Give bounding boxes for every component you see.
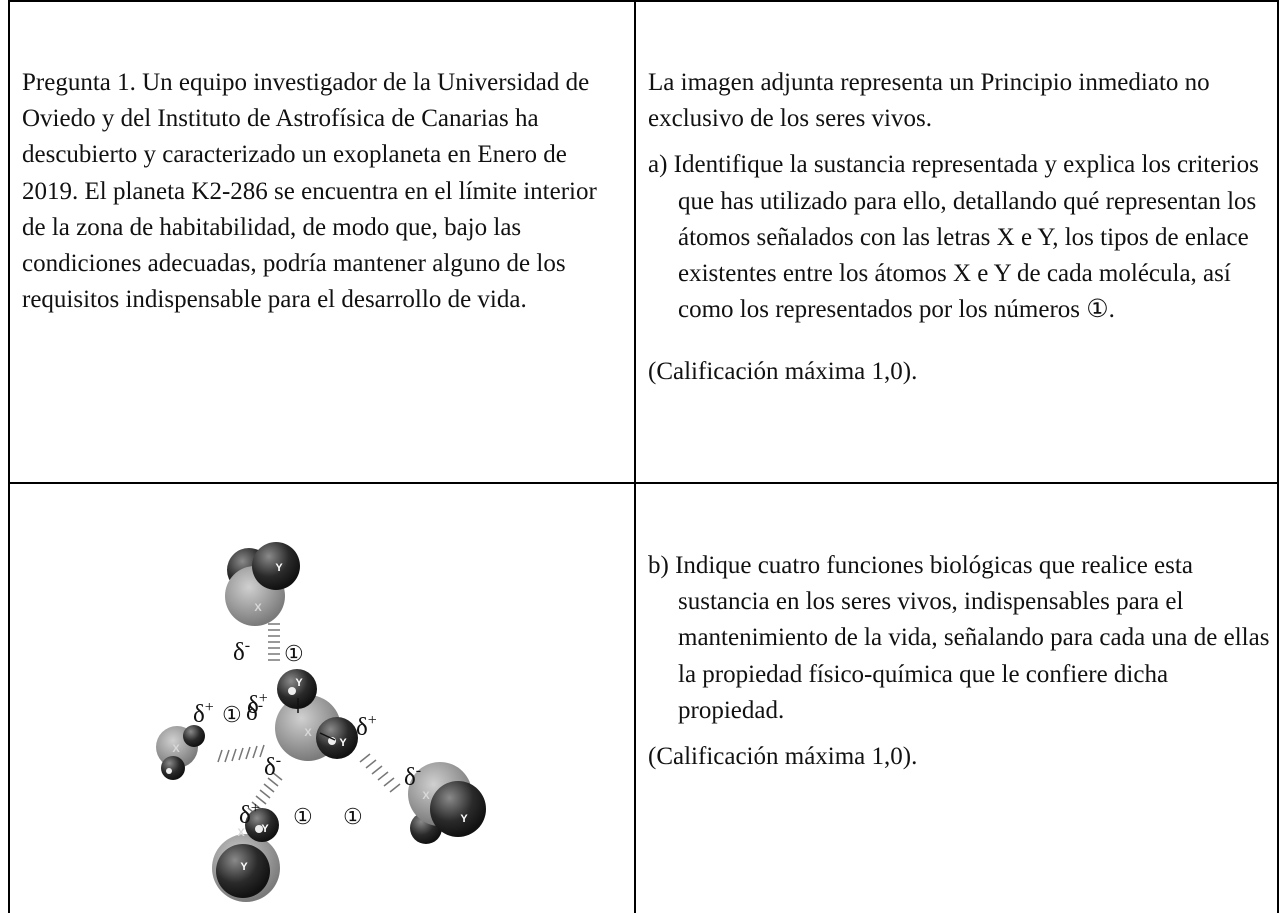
question-part-a: a) Identifique la sustancia representada… — [648, 151, 1259, 324]
figure-labels: δ- δ+ δ+ δ- δ+ δ- δ- δ+ — [193, 637, 421, 829]
question-part-a-score: (Calificación máxima 1,0). — [648, 358, 918, 386]
table-border-row — [8, 482, 1279, 484]
svg-text:X: X — [237, 827, 245, 839]
question-part-b: b) Indique cuatro funciones biológicas q… — [648, 552, 1270, 724]
water-molecule-bottom: Y X Y — [212, 808, 280, 902]
delta-minus-right: δ- — [404, 762, 421, 791]
svg-text:X: X — [254, 602, 262, 614]
table-border-top — [8, 0, 1279, 2]
question-intro: Pregunta 1. Un equipo investigador de la… — [22, 69, 597, 314]
water-molecule-center: Y X Y — [275, 669, 358, 761]
bond-number-bottom-left: ① — [293, 804, 313, 829]
delta-plus-left: δ+ — [193, 699, 214, 728]
hydrogen-bond-top — [268, 623, 280, 661]
hydrogen-bond-bottom-left — [247, 771, 283, 817]
delta-plus-right: δ+ — [356, 712, 377, 741]
bond-number-left: ① — [222, 702, 242, 727]
bond-number-labels: ① ① ① ① — [222, 641, 363, 829]
delta-minus-top: δ- — [233, 637, 250, 666]
delta-plus-top: δ+ — [247, 690, 268, 719]
bond-number-bottom-right: ① — [343, 804, 363, 829]
water-molecules-figure: Y X Y X Y X — [156, 542, 486, 902]
delta-plus-bottom: δ+ — [239, 800, 260, 829]
svg-text:Y: Y — [295, 677, 303, 689]
svg-text:Y: Y — [261, 823, 269, 835]
question-context: La imagen adjunta representa un Principi… — [648, 69, 1210, 133]
water-molecule-left: X — [156, 725, 205, 780]
water-molecule-right: X Y — [408, 762, 486, 844]
question-intro-cell: Pregunta 1. Un equipo investigador de la… — [22, 65, 622, 318]
bond-number-top: ① — [284, 641, 304, 666]
hydrogen-bond-right — [359, 753, 401, 793]
table-border-middle — [634, 0, 636, 913]
svg-text:X: X — [172, 743, 180, 755]
water-molecule-top: Y X — [225, 542, 300, 626]
svg-text:X: X — [304, 727, 312, 739]
svg-text:Y: Y — [339, 737, 347, 749]
svg-text:X: X — [422, 790, 430, 802]
delta-minus-left: δ- — [246, 697, 263, 726]
table-border-right — [1277, 0, 1279, 913]
question-part-b-cell: b) Indique cuatro funciones biológicas q… — [648, 548, 1272, 775]
svg-text:Y: Y — [275, 562, 283, 574]
question-part-b-score: (Calificación máxima 1,0). — [648, 743, 918, 771]
hydrogen-bond-left — [217, 744, 265, 763]
table-border-left — [8, 0, 10, 913]
question-part-a-cell: La imagen adjunta representa un Principi… — [648, 65, 1272, 391]
delta-minus-bottom: δ- — [264, 752, 281, 781]
svg-text:Y: Y — [240, 861, 248, 873]
svg-text:Y: Y — [460, 813, 468, 825]
